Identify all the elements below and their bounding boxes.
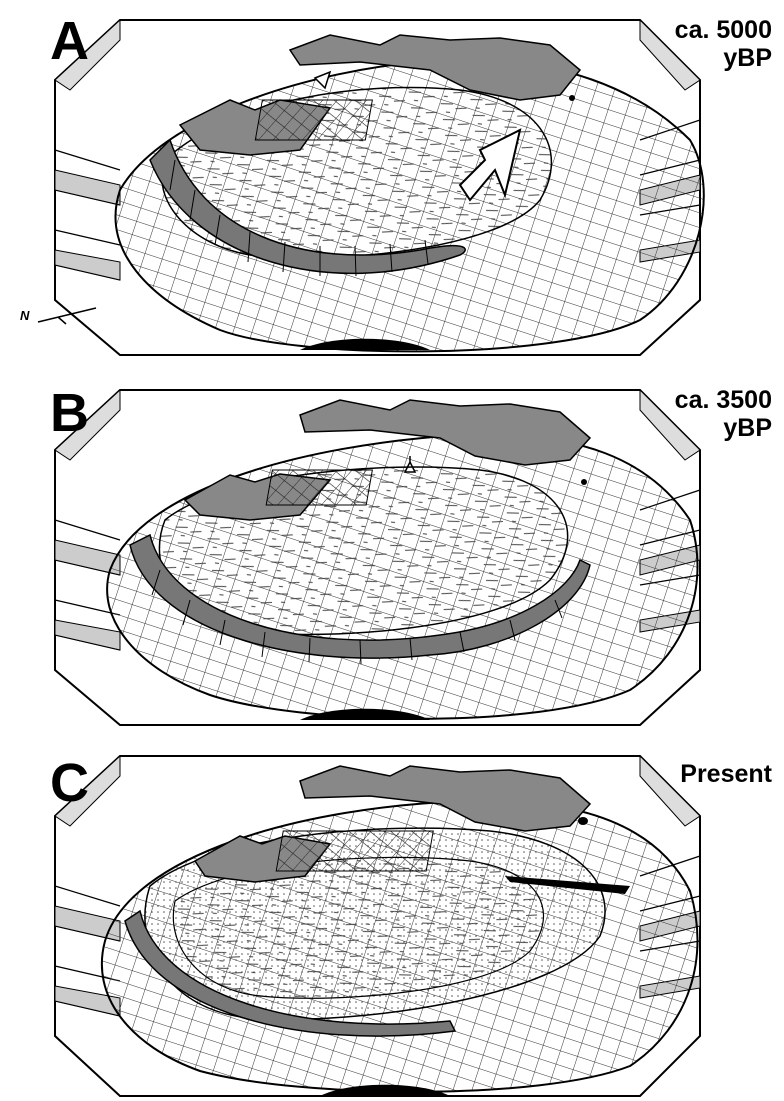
panel-b: B ca. 3500 yBP (0, 370, 784, 735)
age-line-1: ca. 5000 (675, 16, 772, 44)
block-diagram-c (0, 736, 784, 1101)
panel-age-a: ca. 5000 yBP (675, 16, 772, 72)
panel-label-c: C (50, 756, 89, 810)
cultivated-field-a (255, 100, 372, 140)
panel-age-b: ca. 3500 yBP (675, 386, 772, 442)
panel-c: C Present (0, 736, 784, 1101)
cultivated-field-c (276, 831, 433, 871)
age-line-2: yBP (675, 44, 772, 72)
cultivated-field-b (266, 470, 372, 505)
age-line-1: Present (680, 760, 772, 788)
age-line-2: yBP (675, 414, 772, 442)
north-arrow: N (14, 300, 114, 340)
panel-a: A ca. 5000 yBP N (0, 0, 784, 365)
age-line-1: ca. 3500 (675, 386, 772, 414)
panel-label-a: A (50, 14, 89, 68)
panel-age-c: Present (680, 760, 772, 788)
block-diagram-a (0, 0, 784, 365)
panel-label-b: B (50, 386, 89, 440)
north-label: N (20, 308, 29, 323)
block-diagram-b (0, 370, 784, 735)
